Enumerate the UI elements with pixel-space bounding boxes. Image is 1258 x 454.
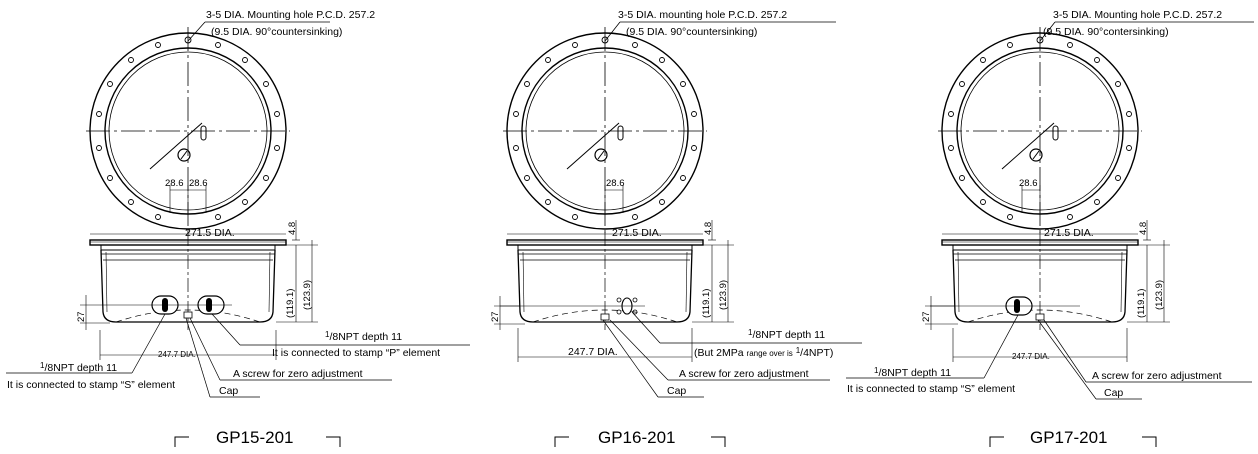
gp16-dim-spacing: 28.6 — [606, 178, 625, 189]
gp17-dim-flange: 4.8 — [1138, 222, 1149, 235]
gp17-title: GP17-201 — [1030, 428, 1108, 447]
gp17-dim-height-b: (123.9) — [1154, 280, 1165, 310]
gp17-dim-spacing: 28.6 — [1019, 178, 1038, 189]
gp17-port-left-label: 1/8NPT depth 11 — [874, 366, 951, 379]
gp15-dim-body-dia: 247.7 DIA. — [158, 350, 196, 359]
gp15-dim-flange: 4.8 — [287, 222, 298, 235]
gp15-zero-label: A screw for zero adjustment — [233, 368, 363, 380]
gp17-dim-depth: 27 — [921, 311, 932, 322]
gp15-title: GP15-201 — [216, 428, 294, 447]
gp15-dim-height-a: (119.1) — [285, 289, 296, 318]
gp16-dim-outer-dia: 271.5 DIA. — [612, 227, 662, 239]
gp17-mount-line2: (9.5 DIA. 90°contersinking) — [1043, 26, 1169, 38]
drawing-gp16: 3-5 DIA. mounting hole P.C.D. 257.2 (9.5… — [490, 9, 862, 447]
gp16-dim-body-dia: 247.7 DIA. — [568, 346, 618, 358]
gp16-dim-depth: 27 — [490, 311, 501, 322]
gp16-mount-line1: 3-5 DIA. mounting hole P.C.D. 257.2 — [618, 9, 787, 21]
gp16-cap-label: Cap — [667, 385, 686, 397]
gp16-port-right-label: 1/8NPT depth 11 — [748, 328, 825, 341]
gp17-dim-outer-dia: 271.5 DIA. — [1044, 227, 1094, 239]
gp17-mount-line1: 3-5 DIA. Mounting hole P.C.D. 257.2 — [1053, 9, 1222, 21]
gp15-port-left-note: It is connected to stamp “S” element — [7, 379, 175, 391]
gp15-dim-depth: 27 — [76, 311, 87, 322]
gp15-mount-line1: 3-5 DIA. Mounting hole P.C.D. 257.2 — [206, 9, 375, 21]
drawing-gp17: 3-5 DIA. Mounting hole P.C.D. 257.2 (9.5… — [846, 9, 1254, 447]
gp17-cap-label: Cap — [1104, 387, 1123, 399]
gp17-dim-height-a: (119.1) — [1136, 289, 1147, 318]
gp16-port-right-note: (But 2MPa range over is 1/4NPT) — [694, 346, 833, 359]
gp15-mount-line2: (9.5 DIA. 90°countersinking) — [211, 26, 342, 38]
gp15-port-left-label: 1/8NPT depth 11 — [40, 361, 117, 374]
gp15-dim-outer-dia: 271.5 DIA. — [185, 227, 235, 239]
gp15-dim-spacing-left: 28.6 — [165, 178, 184, 189]
gp15-port-right-note: It is connected to stamp “P” element — [272, 347, 440, 359]
gp16-dim-height-a: (119.1) — [701, 289, 712, 318]
drawing-gp15: 3-5 DIA. Mounting hole P.C.D. 257.2 (9.5… — [6, 9, 470, 447]
gp15-dim-height-b: (123.9) — [302, 280, 313, 310]
gp15-dim-spacing-right: 28.6 — [189, 178, 208, 189]
gp17-zero-label: A screw for zero adjustment — [1092, 370, 1222, 382]
gp15-port-right-label: 1/8NPT depth 11 — [325, 330, 402, 343]
gp16-mount-line2: (9.5 DIA. 90°countersinking) — [626, 26, 757, 38]
gp17-port-left-note: It is connected to stamp “S” element — [847, 383, 1015, 395]
gp16-dim-height-b: (123.9) — [718, 280, 729, 310]
gp17-dim-body-dia: 247.7 DIA. — [1012, 352, 1050, 361]
gp16-dim-flange: 4.8 — [703, 222, 714, 235]
gp15-cap-label: Cap — [219, 385, 238, 397]
gp16-title: GP16-201 — [598, 428, 676, 447]
gp16-zero-label: A screw for zero adjustment — [679, 368, 809, 380]
